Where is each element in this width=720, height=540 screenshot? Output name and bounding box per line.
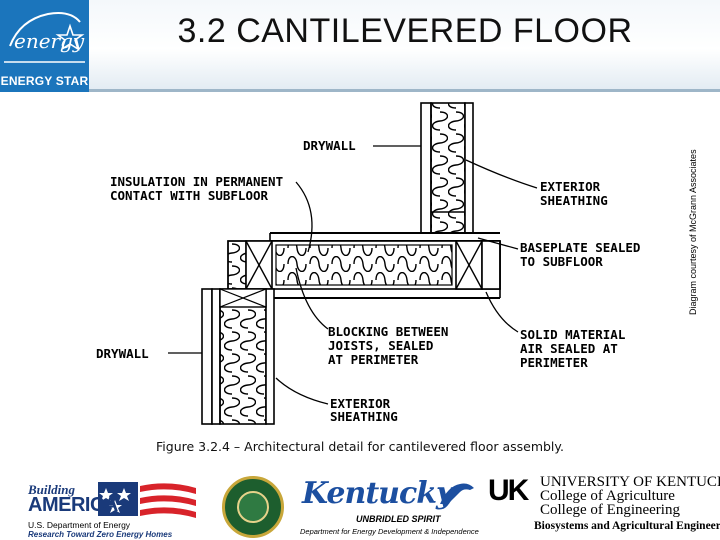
building-america-line1: Building (28, 482, 75, 497)
kentucky-logo: Kentucky UNBRIDLED SPIRIT Department for… (298, 476, 479, 538)
uk-logo: UK UNIVERSITY OF KENTUCKY College of Agr… (488, 474, 720, 540)
label-ext-sheathing-bottom-line1: EXTERIOR (330, 396, 391, 411)
label-drywall-top: DRYWALL (303, 138, 356, 153)
label-insulation-line2: CONTACT WITH SUBFLOOR (110, 188, 269, 203)
label-drywall-bottom: DRYWALL (96, 346, 149, 361)
label-ext-sheathing-top-line1: EXTERIOR (540, 179, 601, 194)
uk-mark: UK (488, 474, 529, 507)
energy-star-text: ENERGY STAR (0, 74, 89, 88)
label-solid-line2: AIR SEALED AT (520, 341, 618, 356)
energy-star-icon: energy (4, 12, 85, 63)
label-baseplate-line1: BASEPLATE SEALED (520, 240, 640, 255)
horse-icon (440, 483, 474, 504)
leader-lines (168, 145, 538, 405)
label-blocking-line1: BLOCKING BETWEEN (328, 324, 448, 339)
kentucky-wordmark: Kentucky (302, 476, 453, 511)
uk-line1: UNIVERSITY OF KENTUCKY (540, 474, 720, 490)
diagram-credit: Diagram courtesy of McGrann Associates (688, 149, 698, 315)
subfloor (269, 232, 500, 242)
kentucky-department: Department for Energy Development & Inde… (300, 527, 479, 536)
lower-wall (201, 288, 275, 425)
building-america-line2: AMERICA (28, 494, 118, 516)
uk-line3: College of Engineering (540, 502, 680, 518)
uk-line2: College of Agriculture (540, 488, 675, 504)
label-solid-line1: SOLID MATERIAL (520, 327, 626, 342)
label-blocking-line2: JOISTS, SEALED (328, 338, 433, 353)
upper-wall (420, 102, 474, 234)
figure-caption: Figure 3.2.4 – Architectural detail for … (156, 439, 564, 454)
building-america-tagline: Research Toward Zero Energy Homes (28, 530, 173, 539)
kentucky-slogan: UNBRIDLED SPIRIT (356, 514, 441, 524)
label-insulation-line1: INSULATION IN PERMANENT (110, 174, 283, 189)
building-america-doe: U.S. Department of Energy (28, 520, 131, 530)
title-band (89, 0, 720, 92)
header: energy ENERGY STAR 3.2 CANTILEVERED FLOO… (0, 0, 720, 92)
label-blocking-line3: AT PERIMETER (328, 352, 419, 367)
energy-star-logo: energy ENERGY STAR (0, 0, 89, 92)
label-ext-sheathing-top-line2: SHEATHING (540, 193, 608, 208)
flag-icon (98, 482, 196, 518)
floor-joist-cavity (227, 240, 501, 299)
cantilever-diagram: DRYWALL INSULATION IN PERMANENT CONTACT … (96, 102, 640, 425)
building-america-logo: Building AMERICA U.S. Department of Ener… (28, 478, 198, 539)
label-baseplate-line2: TO SUBFLOOR (520, 254, 603, 269)
label-ext-sheathing-bottom-line2: SHEATHING (330, 409, 398, 424)
uk-line4: Biosystems and Agricultural Engineering (534, 520, 720, 532)
label-solid-line3: PERIMETER (520, 355, 588, 370)
page-title: 3.2 CANTILEVERED FLOOR (177, 12, 633, 50)
doe-seal-icon (222, 476, 284, 538)
